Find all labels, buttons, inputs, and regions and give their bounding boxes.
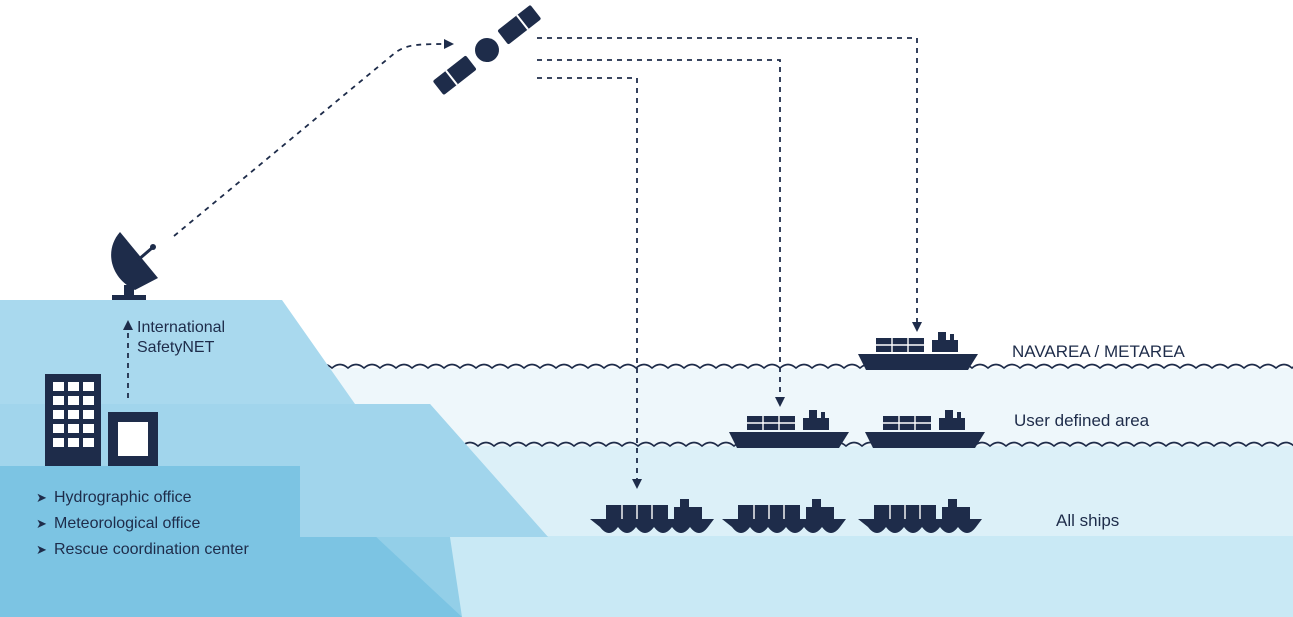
satellite-icon: [431, 2, 543, 97]
satellite-dish-icon: [111, 232, 158, 300]
tier-label-all-ships: All ships: [1056, 511, 1119, 531]
service-label-text: International SafetyNET: [137, 318, 225, 358]
arrow-right-icon: ➤: [36, 485, 54, 511]
arrow-right-icon: ➤: [36, 511, 54, 537]
tier-label-navarea: NAVAREA / METAREA: [1012, 342, 1185, 362]
list-item: ➤Rescue coordination center: [36, 537, 249, 563]
arrow-to-navarea: [537, 38, 917, 330]
ship-icon: [858, 332, 978, 370]
organization-name: Meteorological office: [54, 511, 200, 537]
wave-line-top: [300, 365, 1293, 369]
organization-name: Rescue coordination center: [54, 537, 249, 563]
arrow-to-user-area: [537, 60, 780, 405]
arrow-right-icon: ➤: [36, 537, 54, 563]
arrow-dish-to-satellite: [174, 44, 452, 236]
list-item: ➤Meteorological office: [36, 511, 249, 537]
list-item: ➤Hydrographic office: [36, 485, 249, 511]
tier-label-user-area: User defined area: [1014, 411, 1149, 431]
organization-list: ➤Hydrographic office ➤Meteorological off…: [36, 485, 249, 563]
organization-name: Hydrographic office: [54, 485, 192, 511]
service-label: International SafetyNET: [137, 318, 225, 358]
